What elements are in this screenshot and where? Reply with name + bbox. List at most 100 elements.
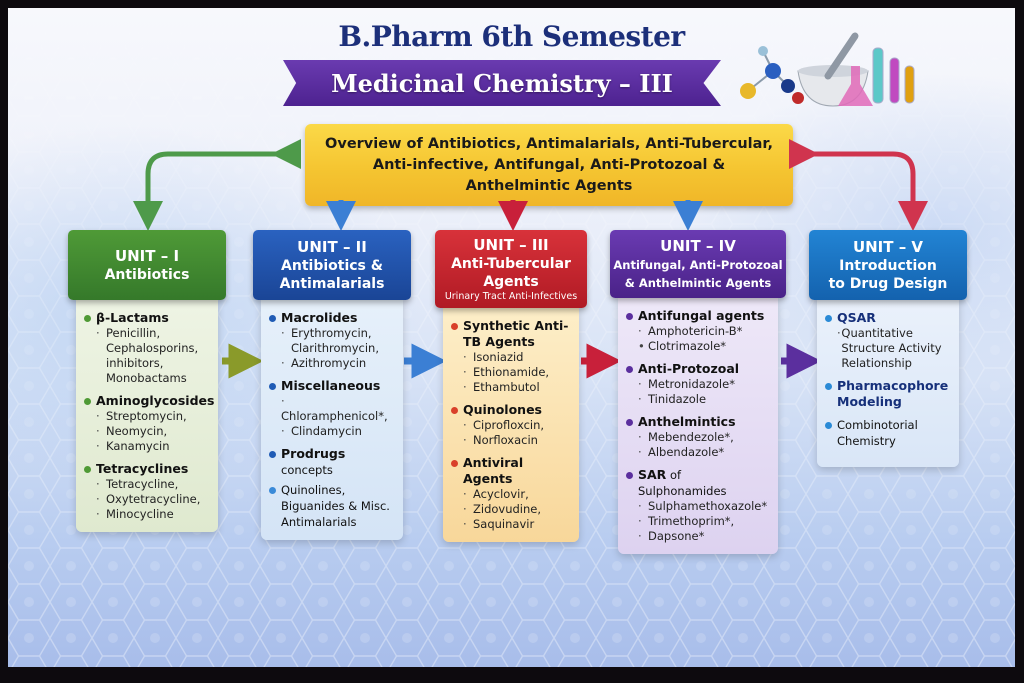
topic-item: Minocycline	[106, 507, 174, 521]
topic-heading: Macrolides	[281, 310, 358, 325]
dash-icon: ·	[463, 433, 467, 447]
unit-5-title-line-1: Introduction	[839, 257, 937, 274]
unit-3-card: UNIT – III Anti-Tubercular Agents Urinar…	[435, 230, 587, 542]
unit-5-header: UNIT – V Introduction to Drug Design	[809, 230, 967, 300]
overview-line-1: Overview of Antibiotics, Antimalarials, …	[325, 135, 773, 152]
unit-2-header: UNIT – II Antibiotics & Antimalarials	[253, 230, 411, 300]
unit-4-body: Antifungal agents ·Amphotericin-B* •Clot…	[618, 298, 778, 554]
unit-3-body: Synthetic Anti-TB Agents ·Isoniazid ·Eth…	[443, 308, 579, 542]
bullet-icon	[84, 466, 91, 473]
topic-heading: Antiviral Agents	[463, 455, 524, 486]
dash-icon: ·	[638, 445, 642, 459]
topic-item: Azithromycin	[291, 356, 367, 370]
topic-item: Tinidazole	[648, 392, 707, 406]
unit-1-header: UNIT – I Antibiotics	[68, 230, 226, 300]
topic-item: Zidovudine,	[473, 502, 542, 516]
topic-group: Tetracyclines ·Tetracycline, ·Oxytetracy…	[84, 461, 210, 522]
overview-box: Overview of Antibiotics, Antimalarials, …	[305, 124, 793, 206]
unit-2-title-line-1: Antibiotics &	[281, 257, 383, 274]
unit-2-card: UNIT – II Antibiotics & Antimalarials Ma…	[253, 230, 411, 540]
topic-item: Trimethoprim*,	[648, 514, 735, 528]
subtitle-ribbon: Medicinal Chemistry – III	[283, 60, 721, 106]
topic-item: Ethambutol	[473, 380, 540, 394]
topic-heading: Antifungal agents	[638, 308, 765, 323]
topic-heading: Prodrugs	[281, 446, 346, 461]
overview-line-3: Anthelmintic Agents	[465, 177, 633, 194]
topic-item: Mebendezole*,	[648, 430, 734, 444]
unit-1-label: UNIT – I	[114, 246, 180, 265]
topic-item: Monobactams	[106, 371, 187, 385]
topic-item: Sulphamethoxazole*	[648, 499, 768, 513]
dash-icon: ·	[463, 517, 467, 531]
dash-icon: ·	[463, 365, 467, 379]
page-title: B.Pharm 6th Semester	[338, 20, 685, 53]
dash-icon: ·	[463, 418, 467, 432]
unit-5-body: QSAR ·Quantitative Structure Activity Re…	[817, 300, 959, 467]
unit-3-label: UNIT – III	[473, 235, 549, 254]
topic-heading: Miscellaneous	[281, 378, 381, 393]
unit-4-card: UNIT – IV Antifungal, Anti-Protozoal & A…	[610, 230, 786, 554]
topic-group: Antiviral Agents · Acyclovir, · Zidovudine…	[451, 455, 571, 532]
topic-heading: Anti-Protozoal	[638, 361, 740, 376]
unit-3-note: Urinary Tract Anti-Infectives	[444, 290, 578, 302]
topic-item: Oxytetracycline,	[106, 492, 201, 506]
topic-item: Norfloxacin	[473, 433, 538, 447]
topic-group: β-Lactams ·Penicillin, Cephalosporins, i…	[84, 310, 210, 386]
topic-group: Prodrugs concepts	[269, 446, 395, 478]
topic-item: Isoniazid	[473, 350, 524, 364]
topic-item: Chloramphenicol*,	[281, 409, 388, 423]
topic-item: Metronidazole*	[648, 377, 735, 391]
topic-group: Antifungal agents ·Amphotericin-B* •Clot…	[626, 308, 770, 354]
bullet-icon	[84, 315, 91, 322]
unit-4-title-line-1: Antifungal, Anti-Protozoal	[613, 257, 783, 272]
unit-5-card: UNIT – V Introduction to Drug Design QSA…	[809, 230, 967, 467]
dash-icon: ·	[96, 409, 100, 423]
topic-item: Tetracycline,	[106, 477, 179, 491]
dash-icon: ·	[463, 487, 467, 501]
unit-1-card: UNIT – I Antibiotics β-Lactams ·Penicill…	[68, 230, 226, 532]
dash-icon: ·	[463, 502, 467, 516]
topic-group: Macrolides ·Erythromycin, Clarithromycin…	[269, 310, 395, 371]
topic-heading: Quinolones	[463, 402, 542, 417]
topic-group: Pharmacophore Modeling	[825, 378, 951, 410]
unit-1-body: β-Lactams ·Penicillin, Cephalosporins, i…	[76, 300, 218, 532]
dash-icon: ·	[463, 380, 467, 394]
topic-group: Anthelmintics · Mebendezole*, · Albendazol…	[626, 414, 770, 460]
unit-3-title-line-1: Anti-Tubercular	[451, 255, 571, 272]
unit-4-header: UNIT – IV Antifungal, Anti-Protozoal & A…	[610, 230, 786, 298]
topic-group: Quinolines, Biguanides & Misc. Antimalar…	[269, 482, 395, 530]
topic-item: Penicillin,	[106, 326, 161, 340]
topic-heading: QSAR	[837, 310, 876, 325]
dash-icon: ·	[96, 507, 100, 521]
dash-icon: ·	[638, 430, 642, 444]
dash-icon: ·	[96, 492, 100, 506]
topic-item: Neomycin,	[106, 424, 168, 438]
unit-3-title-line-2: Agents	[483, 273, 539, 290]
topic-item: Dapsone*	[648, 529, 705, 543]
dash-icon: ·	[96, 439, 100, 453]
topic-heading: Anthelmintics	[638, 414, 736, 429]
unit-3-header: UNIT – III Anti-Tubercular Agents Urinar…	[435, 230, 587, 308]
topic-item: Quantitative Structure Activity Relation…	[841, 326, 942, 370]
topic-group: Quinolones ·Ciprofloxcin, ·Norfloxacin	[451, 402, 571, 448]
topic-item: Kanamycin	[106, 439, 170, 453]
topic-item: inhibitors,	[106, 356, 164, 370]
lab-glassware-icon	[740, 32, 915, 107]
unit-1-title: Antibiotics	[104, 266, 190, 283]
dash-icon: ·	[281, 326, 285, 340]
bullet-icon	[451, 460, 458, 467]
dash-icon: ·	[281, 394, 285, 408]
topic-heading-suffix: Combinotorial Chemistry	[837, 418, 918, 448]
dash-icon: ·	[638, 377, 642, 391]
dash-icon: ·	[638, 499, 642, 513]
bullet-icon	[269, 315, 276, 322]
topic-item: Albendazole*	[648, 445, 725, 459]
dash-icon: ·	[281, 356, 285, 370]
topic-item: Amphotericin-B*	[648, 324, 743, 338]
dash-icon: ·	[638, 514, 642, 528]
dash-icon: ·	[96, 477, 100, 491]
dash-icon: ·	[463, 350, 467, 364]
topic-item: Acyclovir,	[473, 487, 529, 501]
dash-icon: •	[638, 339, 645, 353]
dash-icon: ·	[638, 529, 642, 543]
